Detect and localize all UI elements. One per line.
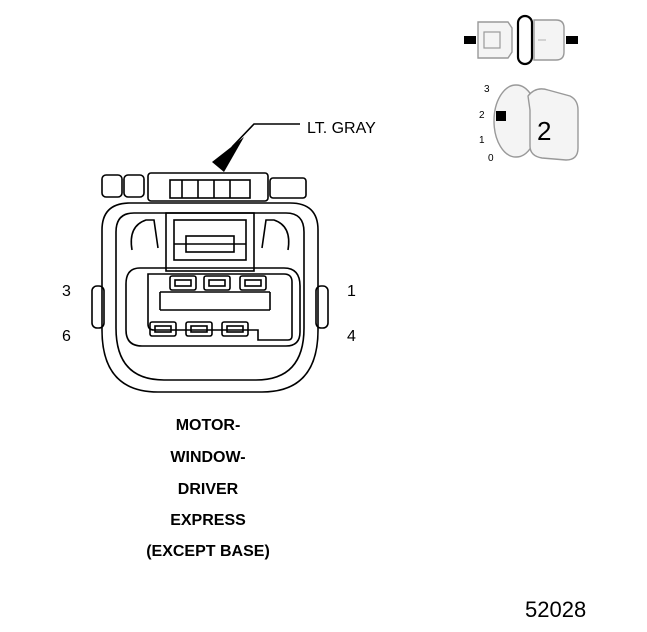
terminal-cavities [149,275,267,337]
callout-arrow [212,137,244,172]
component-name: MOTOR- WINDOW- DRIVER EXPRESS (EXCEPT BA… [146,417,270,560]
scale-mark: 1 [479,135,485,146]
view-indicator-dial-icon [493,84,579,161]
connector-body [91,172,329,393]
cavity-pin-4 [221,321,249,337]
component-name-line: EXPRESS [170,512,246,529]
scale-mark: 2 [479,110,485,121]
cavity-pin-5 [185,321,213,337]
pin-label-6: 6 [62,328,71,345]
view-number: 2 [537,116,551,146]
view-indicator-scale: 3 2 1 0 [479,84,494,164]
callout-leader [231,123,300,148]
component-name-line: DRIVER [178,481,239,498]
cavity-pin-6 [149,321,177,337]
component-name-line: WINDOW- [170,449,245,466]
cavity-pin-3 [169,275,197,291]
component-name-line: (EXCEPT BASE) [146,543,270,560]
cavity-pin-2 [203,275,231,291]
pin-label-1: 1 [347,283,356,300]
component-name-line: MOTOR- [176,417,241,434]
view-indicator-connector-icon [464,14,578,66]
pin-label-4: 4 [347,328,356,345]
figure-number: 52028 [525,597,586,622]
pin-label-3: 3 [62,283,71,300]
color-callout-label: LT. GRAY [307,120,376,137]
scale-mark: 0 [488,153,494,164]
scale-mark: 3 [484,84,490,95]
cavity-pin-1 [239,275,267,291]
